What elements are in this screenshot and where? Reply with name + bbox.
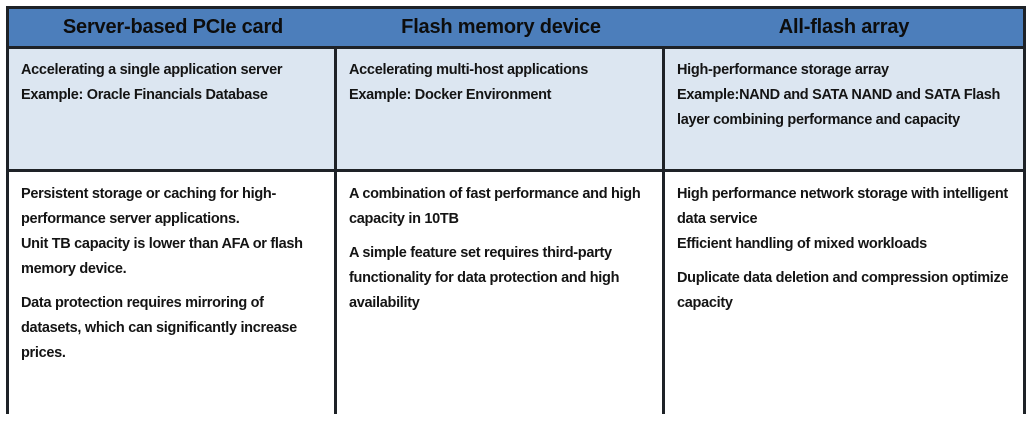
- detail-paragraph: A combination of fast performance and hi…: [349, 186, 641, 227]
- detail-paragraph: Efficient handling of mixed workloads: [677, 236, 927, 252]
- table-body: Accelerating a single application server…: [9, 49, 1023, 414]
- details-cell-server-pcie: Persistent storage or caching for high-p…: [9, 172, 334, 414]
- detail-paragraph: A simple feature set requires third-part…: [349, 245, 620, 311]
- column-server-pcie-card: Accelerating a single application server…: [9, 49, 337, 414]
- column-all-flash-array: High-performance storage array Example:N…: [665, 49, 1023, 414]
- use-case-text: Accelerating multi-host applications: [349, 62, 588, 78]
- table-header-row: Server-based PCIe card Flash memory devi…: [9, 9, 1023, 49]
- use-case-cell-flash-memory: Accelerating multi-host applications Exa…: [337, 49, 662, 172]
- use-case-text: High-performance storage array: [677, 62, 889, 78]
- header-cell-server-pcie-card: Server-based PCIe card: [62, 16, 284, 38]
- use-case-text: Accelerating a single application server: [21, 62, 283, 78]
- detail-paragraph: High performance network storage with in…: [677, 186, 1008, 227]
- use-case-cell-all-flash: High-performance storage array Example:N…: [665, 49, 1023, 172]
- comparison-table: Server-based PCIe card Flash memory devi…: [6, 6, 1026, 414]
- use-case-example: Example: Oracle Financials Database: [21, 87, 268, 103]
- detail-paragraph: Persistent storage or caching for high-p…: [21, 186, 276, 227]
- column-flash-memory-device: Accelerating multi-host applications Exa…: [337, 49, 665, 414]
- header-cell-flash-memory-device: Flash memory device: [401, 16, 601, 38]
- use-case-example: Example:NAND and SATA NAND and SATA Flas…: [677, 87, 1001, 128]
- details-cell-flash-memory: A combination of fast performance and hi…: [337, 172, 662, 414]
- use-case-example: Example: Docker Environment: [349, 87, 552, 103]
- header-cell-all-flash-array: All-flash array: [778, 16, 910, 38]
- detail-paragraph: Duplicate data deletion and compression …: [677, 270, 1009, 311]
- details-cell-all-flash: High performance network storage with in…: [665, 172, 1023, 414]
- detail-paragraph: Data protection requires mirroring of da…: [21, 295, 297, 361]
- detail-paragraph: Unit TB capacity is lower than AFA or fl…: [21, 236, 303, 277]
- use-case-cell-server-pcie: Accelerating a single application server…: [9, 49, 334, 172]
